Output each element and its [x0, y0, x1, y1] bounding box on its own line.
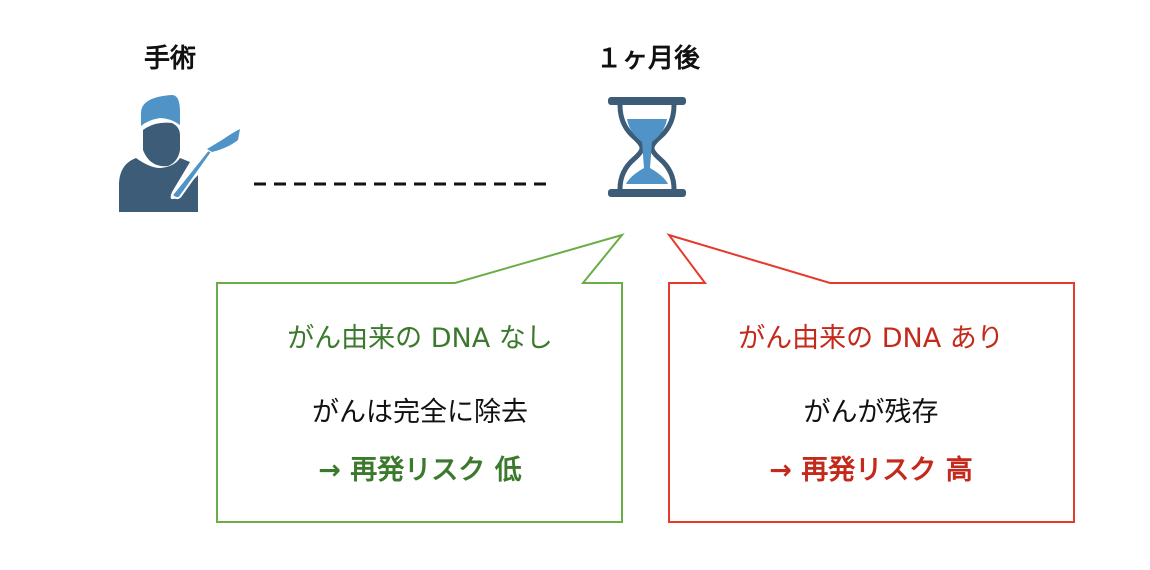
hourglass-icon	[608, 97, 686, 197]
positive-body: がんが残存	[803, 397, 939, 428]
surgeon-icon	[119, 95, 240, 212]
one-month-later-label: １ヶ月後	[595, 44, 701, 74]
positive-risk: → 再発リスク 高	[769, 455, 973, 486]
negative-callout-outline	[216, 233, 625, 523]
positive-callout-outline	[666, 233, 1075, 523]
surgery-label: 手術	[143, 44, 197, 74]
negative-risk: → 再発リスク 低	[318, 455, 522, 486]
positive-title: がん由来の DNA あり	[738, 323, 1004, 354]
negative-title: がん由来の DNA なし	[287, 323, 553, 354]
negative-body: がんは完全に除去	[312, 397, 528, 428]
